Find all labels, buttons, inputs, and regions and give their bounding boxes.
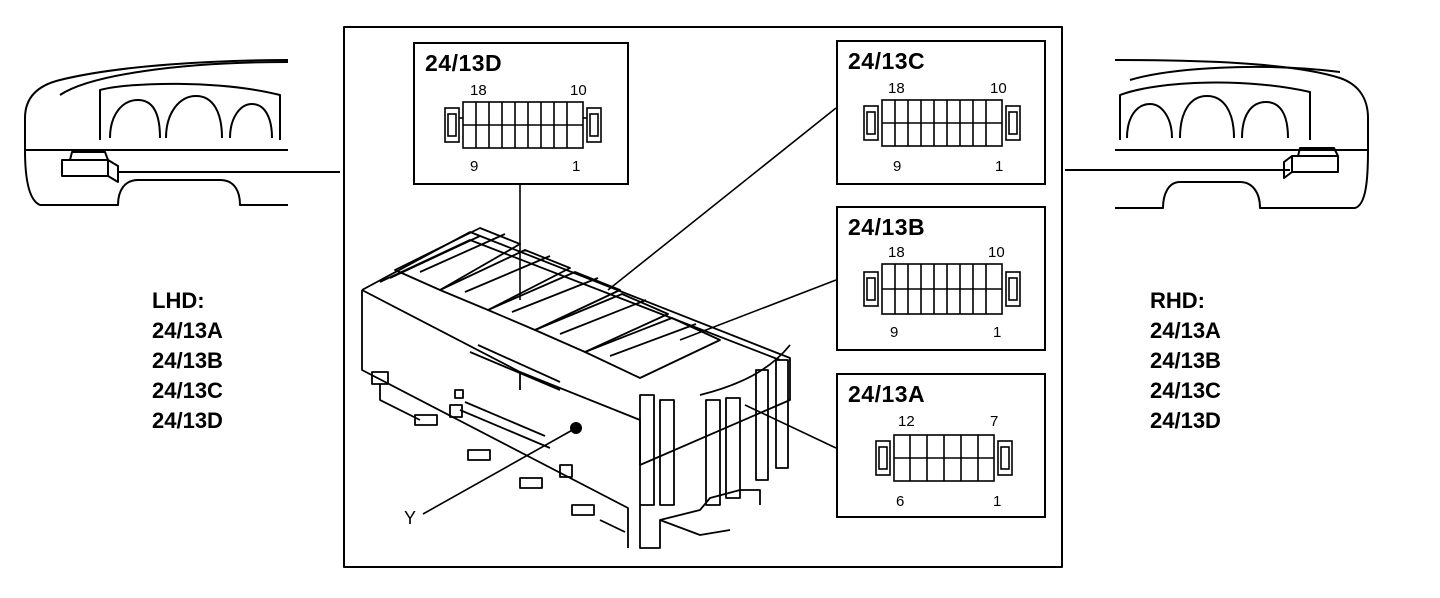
lhd-dashboard-illustration: [24, 59, 340, 206]
pin-label: 7: [990, 413, 999, 430]
pin-label: 6: [896, 493, 905, 510]
callout-y-label: Y: [404, 508, 417, 528]
pin-label: 9: [470, 158, 479, 175]
lhd-item: 24/13B: [152, 348, 223, 373]
pin-label: 1: [993, 324, 1002, 341]
connector-24-13a-box: 24/13A 12 7 6 1: [836, 373, 1046, 518]
pin-label: 10: [990, 80, 1007, 97]
rhd-item: 24/13A: [1150, 318, 1221, 343]
lhd-heading: LHD:: [152, 288, 205, 313]
connector-24-13c-box: 24/13C 18 10 9 1: [836, 40, 1046, 185]
pin-label: 1: [993, 493, 1002, 510]
pin-label: 12: [898, 413, 915, 430]
pin-label: 18: [888, 80, 905, 97]
rhd-item: 24/13D: [1150, 408, 1221, 433]
pin-label: 9: [890, 324, 899, 341]
connector-pinout-graphic: [863, 99, 1021, 147]
connector-pinout-graphic: [863, 263, 1021, 315]
rhd-dashboard-illustration: [1065, 59, 1369, 209]
pin-label: 1: [572, 158, 581, 175]
pin-label: 18: [888, 244, 905, 261]
lhd-item: 24/13A: [152, 318, 223, 343]
callout-y-dot: [570, 422, 582, 434]
connector-24-13b-box: 24/13B 18 10 9 1: [836, 206, 1046, 351]
rhd-heading: RHD:: [1150, 288, 1205, 313]
pin-label: 1: [995, 158, 1004, 175]
rhd-item: 24/13B: [1150, 348, 1221, 373]
lhd-connector-list: LHD: 24/13A 24/13B 24/13C 24/13D: [152, 286, 223, 436]
connector-24-13d-box: 24/13D 18 10 9 1: [413, 42, 629, 185]
pin-label: 18: [470, 82, 487, 99]
connector-title: 24/13A: [848, 381, 926, 407]
lhd-item: 24/13D: [152, 408, 223, 433]
lhd-item: 24/13C: [152, 378, 223, 403]
rhd-item: 24/13C: [1150, 378, 1221, 403]
connector-pinout-graphic: [875, 434, 1013, 482]
main-frame: [343, 26, 1063, 568]
connector-title: 24/13B: [848, 214, 926, 240]
connector-title: 24/13C: [848, 48, 926, 74]
connector-pinout-graphic: [444, 101, 602, 149]
leader-lines: [422, 107, 837, 515]
rhd-connector-list: RHD: 24/13A 24/13B 24/13C 24/13D: [1150, 286, 1221, 436]
pin-label: 10: [988, 244, 1005, 261]
pin-label: 10: [570, 82, 587, 99]
pin-label: 9: [893, 158, 902, 175]
relay-box-illustration: [361, 227, 791, 549]
connector-title: 24/13D: [425, 50, 503, 76]
